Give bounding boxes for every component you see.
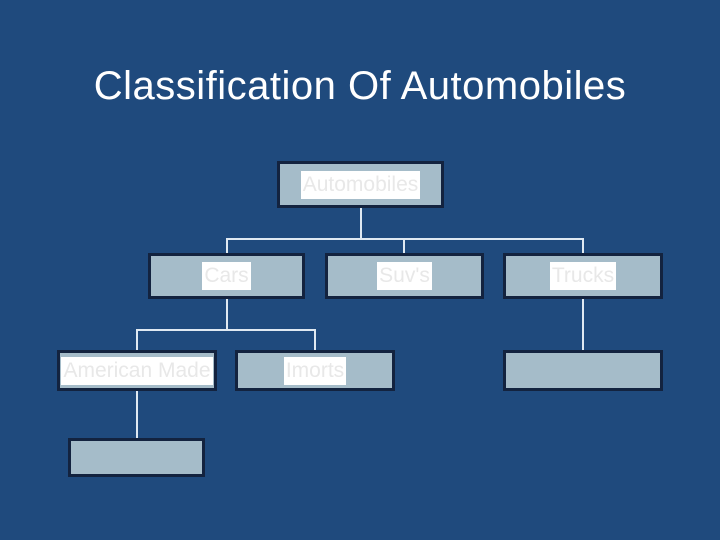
connector-to-imorts <box>314 329 316 350</box>
node-imorts[interactable]: Imorts <box>235 350 395 391</box>
node-american-made[interactable]: American Made <box>57 350 217 391</box>
node-automobiles-label: Automobiles <box>300 170 421 199</box>
connector-to-american-made <box>136 329 138 350</box>
connector-cars-stem <box>226 299 228 329</box>
node-trucks[interactable]: Trucks <box>503 253 663 299</box>
connector-american-made-to-child <box>136 391 138 438</box>
node-trucks-label: Trucks <box>549 262 617 290</box>
connector-level1-bus <box>226 238 584 240</box>
connector-trucks-to-child <box>582 299 584 350</box>
connector-to-suvs <box>403 238 405 258</box>
node-imorts-label: Imorts <box>283 356 347 385</box>
node-suvs[interactable]: Suv's <box>325 253 484 299</box>
page-title: Classification Of Automobiles <box>93 64 627 108</box>
node-suvs-label: Suv's <box>377 262 432 290</box>
node-trucks-child[interactable] <box>503 350 663 391</box>
node-automobiles[interactable]: Automobiles <box>277 161 444 208</box>
connector-to-trucks <box>582 238 584 258</box>
node-cars-label: Cars <box>202 262 251 290</box>
connector-to-cars <box>226 238 228 258</box>
node-american-made-label: American Made <box>61 356 213 385</box>
node-cars[interactable]: Cars <box>148 253 305 299</box>
node-american-child[interactable] <box>68 438 205 477</box>
connector-level2-bus <box>136 329 316 331</box>
connector-automobiles-stem <box>360 208 362 238</box>
